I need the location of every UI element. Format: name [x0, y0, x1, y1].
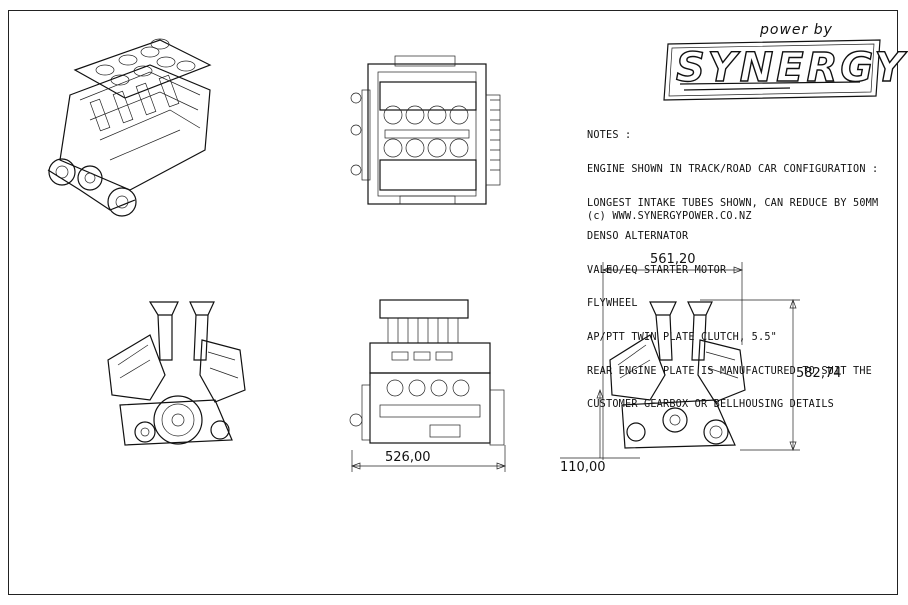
notes-line: DENSO ALTERNATOR [587, 231, 689, 243]
notes-block: NOTES : ENGINE SHOWN IN TRACK/ROAD CAR C… [587, 108, 878, 422]
side-engine-view [349, 299, 506, 472]
notes-line: CUSTOMER GEARBOX OR BELLHOUSING DETAILS [587, 399, 835, 411]
notes-line: FLYWHEEL [587, 298, 638, 310]
isometric-engine-view [47, 38, 212, 217]
side-width-dimension: 526,00 [385, 450, 431, 465]
rear-width-dimension: 561,20 [650, 252, 696, 267]
front-engine-view [107, 301, 246, 446]
rear-offset-dimension: 110,00 [560, 460, 606, 475]
notes-line: LONGEST INTAKE TUBES SHOWN, CAN REDUCE B… [587, 197, 879, 209]
notes-line: ENGINE SHOWN IN TRACK/ROAD CAR CONFIGURA… [587, 164, 879, 176]
top-engine-view [350, 55, 501, 205]
website-credit: (c) WWW.SYNERGYPOWER.CO.NZ [587, 211, 752, 222]
notes-line: VALEO/EQ STARTER MOTOR [587, 264, 727, 276]
notes-line: REAR ENGINE PLATE IS MANUFACTURED TO SUI… [587, 365, 873, 377]
drawing-sheet-border [8, 10, 898, 595]
logo-wordmark: SYNERGY [675, 44, 907, 91]
logo-tagline: power by [760, 22, 833, 38]
synergy-logo [663, 39, 881, 101]
notes-heading: NOTES : [587, 130, 632, 142]
rear-height-dimension: 582,74 [796, 366, 842, 381]
rear-engine-view [560, 262, 800, 460]
notes-line: AP/PTT TWIN PLATE CLUTCH, 5.5" [587, 332, 778, 344]
